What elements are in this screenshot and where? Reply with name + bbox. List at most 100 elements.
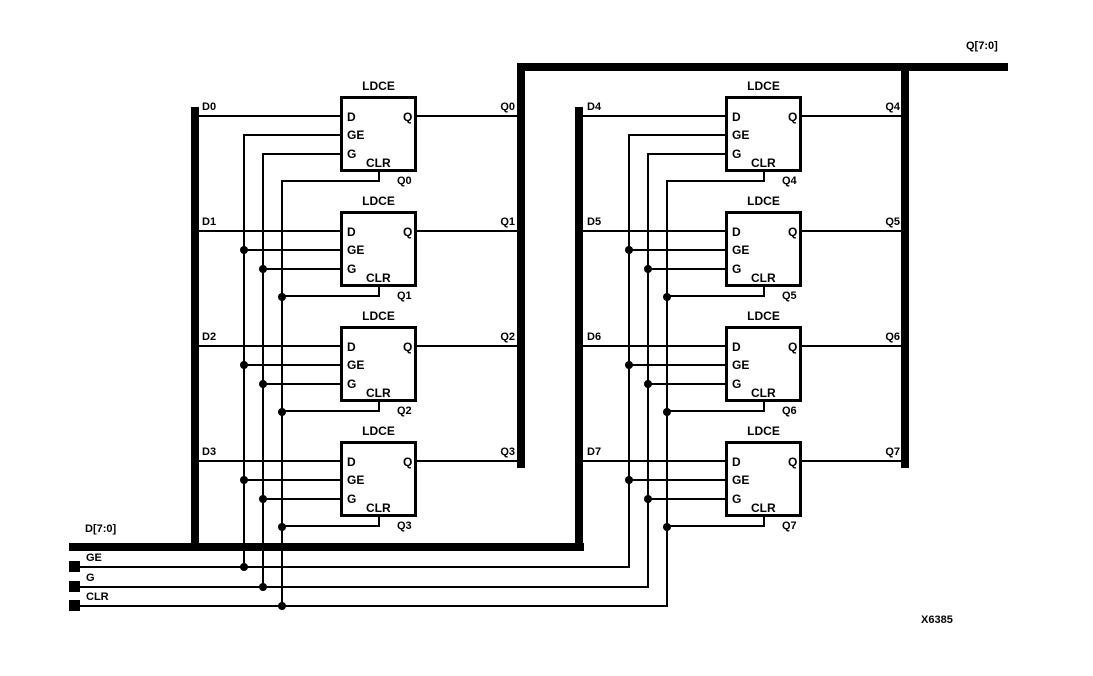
junction-dot (644, 380, 652, 388)
latch-net-label: Q2 (397, 405, 412, 417)
junction-dot (663, 293, 671, 301)
junction-dot (259, 583, 267, 591)
junction-dot (259, 380, 267, 388)
ldce-latch-7: LDCE D7 Q7 Q7 D GE G Q CLR (583, 425, 902, 533)
pin-label-ge: GE (732, 243, 750, 257)
d-input-wire (583, 345, 725, 347)
d-input-label: D6 (587, 331, 602, 343)
q-output-label: Q6 (885, 331, 900, 343)
pin-label-clr: CLR (366, 271, 391, 285)
ldce-latch-0: LDCE D0 Q0 Q0 D GE G Q CLR (198, 80, 517, 188)
q-output-label: Q1 (500, 216, 515, 228)
latch-net-label: Q3 (397, 520, 412, 532)
pin-label-d: D (347, 340, 356, 354)
g-stub-wire (262, 153, 341, 155)
g-stub-wire (262, 498, 341, 500)
g-stub-wire (647, 268, 726, 270)
ge-rail-left-vertical (243, 134, 245, 568)
pin-label-g: G (732, 147, 742, 161)
pin-label-clr: CLR (366, 156, 391, 170)
ldce-latch-4: LDCE D4 Q4 Q4 D GE G Q CLR (583, 80, 902, 188)
q-output-wire (802, 115, 902, 117)
d-bus-right-vertical (575, 107, 583, 551)
junction-dot (625, 361, 633, 369)
d-input-wire (198, 345, 340, 347)
d-input-wire (583, 230, 725, 232)
latch-net-label: Q5 (782, 290, 797, 302)
clr-stub-h-wire (281, 525, 380, 527)
ge-stub-wire (243, 134, 341, 136)
g-stub-wire (262, 268, 341, 270)
junction-dot (259, 495, 267, 503)
clr-stub-h-wire (666, 410, 765, 412)
latch-type-label: LDCE (747, 424, 780, 438)
clr-rail-right-vertical (666, 180, 668, 607)
ge-stub-wire (628, 364, 726, 366)
q-output-wire (417, 345, 517, 347)
pin-label-clr: CLR (751, 501, 776, 515)
q-output-label: Q0 (500, 101, 515, 113)
junction-dot (644, 265, 652, 273)
clr-rail-label: CLR (86, 591, 109, 603)
junction-dot (278, 408, 286, 416)
d-input-label: D3 (202, 446, 217, 458)
pin-label-d: D (732, 225, 741, 239)
g-stub-wire (647, 498, 726, 500)
pin-label-ge: GE (732, 473, 750, 487)
q-output-wire (417, 460, 517, 462)
pin-label-g: G (347, 377, 357, 391)
pin-label-clr: CLR (366, 501, 391, 515)
clr-stub-v-wire (378, 285, 380, 297)
pin-label-d: D (347, 455, 356, 469)
pin-label-d: D (732, 455, 741, 469)
latch-type-label: LDCE (362, 79, 395, 93)
clr-rail-left-vertical (281, 180, 283, 607)
d-bus-label: D[7:0] (85, 523, 117, 535)
latch-net-label: Q0 (397, 175, 412, 187)
pin-label-d: D (732, 110, 741, 124)
ldce-latch-6: LDCE D6 Q6 Q6 D GE G Q CLR (583, 310, 902, 418)
q-output-label: Q3 (500, 446, 515, 458)
pin-label-g: G (732, 377, 742, 391)
junction-dot (278, 523, 286, 531)
ldce-latch-1: LDCE D1 Q1 Q1 D GE G Q CLR (198, 195, 517, 303)
q-bus-left-vertical (517, 63, 525, 468)
g-rail-right-vertical (647, 153, 649, 588)
junction-dot (240, 476, 248, 484)
ge-stub-wire (628, 134, 726, 136)
clr-stub-h-wire (666, 525, 765, 527)
g-rail-label: G (86, 572, 95, 584)
ge-stub-wire (628, 479, 726, 481)
d-bus-bottom (69, 543, 584, 551)
clr-stub-h-wire (281, 295, 380, 297)
latch-net-label: Q6 (782, 405, 797, 417)
g-stub-wire (647, 153, 726, 155)
junction-dot (240, 361, 248, 369)
pin-label-q: Q (403, 340, 413, 354)
latch-type-label: LDCE (747, 194, 780, 208)
clr-stub-v-wire (378, 515, 380, 527)
ge-input-pin-square (69, 561, 80, 572)
d-input-label: D0 (202, 101, 217, 113)
junction-dot (240, 246, 248, 254)
q-output-label: Q2 (500, 331, 515, 343)
q-bus-top (517, 63, 1008, 71)
junction-dot (625, 476, 633, 484)
ldce-latch-3: LDCE D3 Q3 Q3 D GE G Q CLR (198, 425, 517, 533)
d-input-wire (198, 460, 340, 462)
d-input-label: D5 (587, 216, 602, 228)
latch-net-label: Q4 (782, 175, 797, 187)
clr-stub-h-wire (666, 295, 765, 297)
pin-label-g: G (347, 262, 357, 276)
pin-label-q: Q (403, 110, 413, 124)
d-bus-left-vertical (191, 107, 199, 551)
d-input-label: D7 (587, 446, 602, 458)
pin-label-g: G (732, 262, 742, 276)
ge-stub-wire (243, 479, 341, 481)
clr-rail (80, 605, 668, 607)
ldce-block (725, 96, 802, 172)
ldce-block (340, 441, 417, 517)
pin-label-g: G (347, 492, 357, 506)
pin-label-clr: CLR (751, 156, 776, 170)
